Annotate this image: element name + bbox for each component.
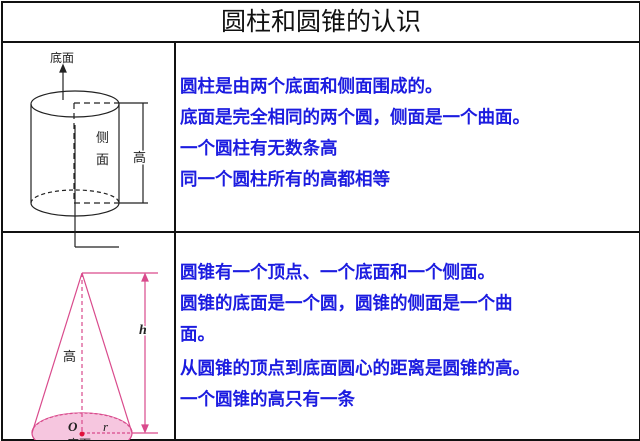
cylinder-line: 底面是完全相同的两个圆，侧面是一个曲面。 [180,108,530,128]
cone-radius-label: r [103,419,109,434]
cone-height-label: 高 [63,349,76,365]
cylinder-dashed-section [73,102,119,204]
cone-line: 圆锥的底面是一个圆，圆锥的侧面是一个曲 [180,294,513,314]
cylinder-side-label: 侧 [96,131,109,146]
column-divider [174,43,176,439]
cylinder-line: 一个圆柱有无数条高 [180,139,338,159]
cone-h-label: h [139,323,147,338]
cylinder-side-label: 面 [96,153,109,168]
cone-line: 圆锥有一个顶点、一个底面和一个侧面。 [180,263,495,283]
cylinder-line: 同一个圆柱所有的高都相等 [180,170,390,190]
cone-line: 一个圆锥的高只有一条 [180,390,355,410]
row-divider [3,231,639,233]
cone-line: 面。 [180,325,215,345]
cylinder-height-marker [59,63,148,204]
cone-center-label: O [68,419,78,434]
cylinder-description: 圆柱是由两个底面和侧面围成的。 底面是完全相同的两个圆，侧面是一个曲面。 一个圆… [180,72,530,196]
cone-description: 圆锥有一个顶点、一个底面和一个侧面。 圆锥的底面是一个圆，圆锥的侧面是一个曲 面… [180,258,530,416]
cylinder-base-label: 底面 [50,50,74,65]
cone-diagram [31,272,158,440]
cylinder-line: 圆柱是由两个底面和侧面围成的。 [180,77,443,97]
page-title: 圆柱和圆锥的认识 [3,3,639,43]
cylinder-height-label: 高 [133,150,146,166]
cone-base-label: 底面 [67,436,91,440]
cone-line: 从圆锥的顶点到底面圆心的距离是圆锥的高。 [180,359,530,379]
cylinder-diagram [30,90,120,248]
